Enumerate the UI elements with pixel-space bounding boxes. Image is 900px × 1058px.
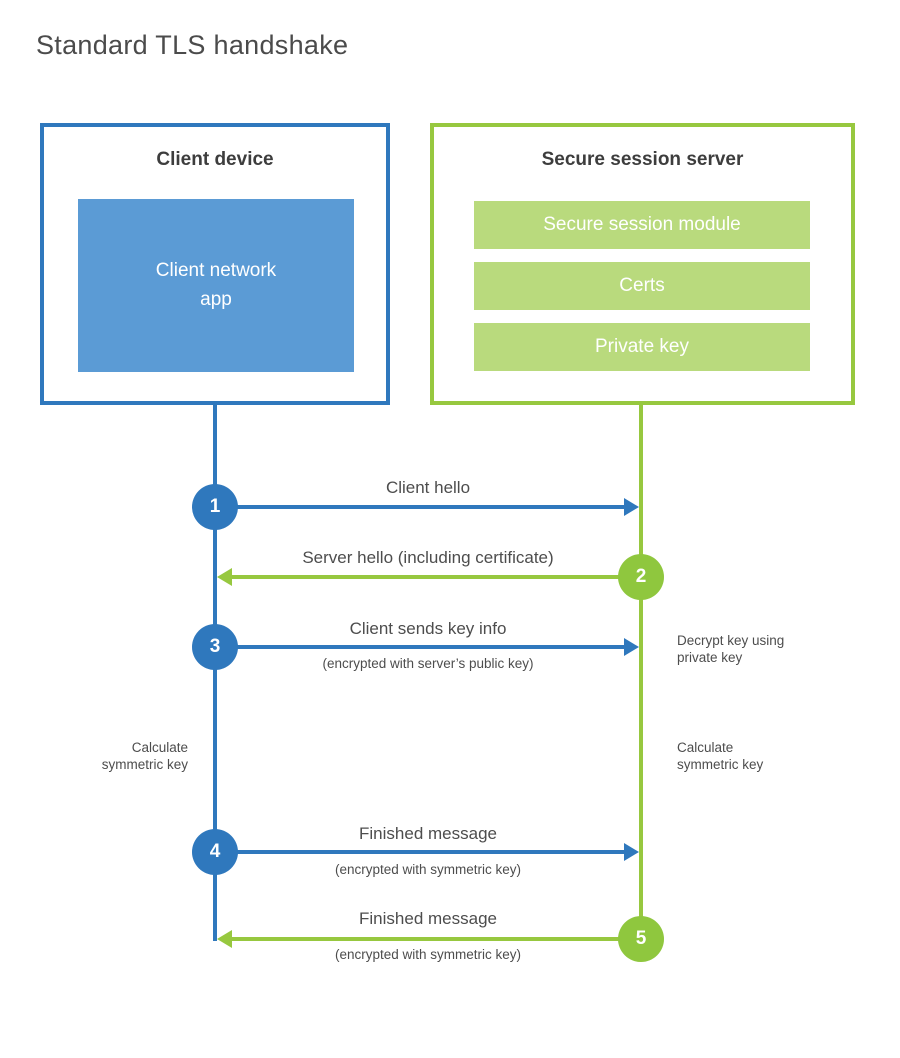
step-3-arrowhead-icon <box>624 638 639 656</box>
step-1-arrow-line <box>215 505 624 509</box>
step-4-arrowhead-icon <box>624 843 639 861</box>
step-1-label: Client hello <box>385 478 471 497</box>
step-4-arrow-line <box>215 850 624 854</box>
server-lifeline <box>639 405 643 941</box>
server-module-secure-session-module: Secure session module <box>474 201 810 249</box>
server-module-private-key: Private key <box>474 323 810 371</box>
step-3-arrow-line <box>215 645 624 649</box>
client-network-app-box: Client network app <box>78 199 354 372</box>
client-lifeline <box>213 405 217 941</box>
step-1-arrowhead-icon <box>624 498 639 516</box>
step-2-label: Server hello (including certificate) <box>302 548 554 567</box>
step-3-label: Client sends key info <box>349 619 507 638</box>
step-5-arrowhead-icon <box>217 930 232 948</box>
step-5-badge: 5 <box>618 916 664 962</box>
step-4-badge: 4 <box>192 829 238 875</box>
note-decrypt-key: Decrypt key using private key <box>677 633 785 665</box>
note-calculate-symmetric-key-client: Calculate symmetric key <box>101 740 188 772</box>
step-3-sublabel: (encrypted with server’s public key) <box>322 656 534 671</box>
step-1-badge: 1 <box>192 484 238 530</box>
secure-session-server-title: Secure session server <box>541 149 744 170</box>
step-2-arrow-line <box>232 575 641 579</box>
step-3-badge: 3 <box>192 624 238 670</box>
step-4-sublabel: (encrypted with symmetric key) <box>334 862 522 877</box>
server-module-certs: Certs <box>474 262 810 310</box>
client-device-title: Client device <box>156 149 274 170</box>
step-2-badge: 2 <box>618 554 664 600</box>
page-title: Standard TLS handshake <box>36 30 349 60</box>
step-4-label: Finished message <box>359 824 497 843</box>
step-5-sublabel: (encrypted with symmetric key) <box>334 947 522 962</box>
note-calculate-symmetric-key-server: Calculate symmetric key <box>677 740 764 772</box>
step-5-arrow-line <box>232 937 641 941</box>
step-2-arrowhead-icon <box>217 568 232 586</box>
step-5-label: Finished message <box>359 909 497 928</box>
